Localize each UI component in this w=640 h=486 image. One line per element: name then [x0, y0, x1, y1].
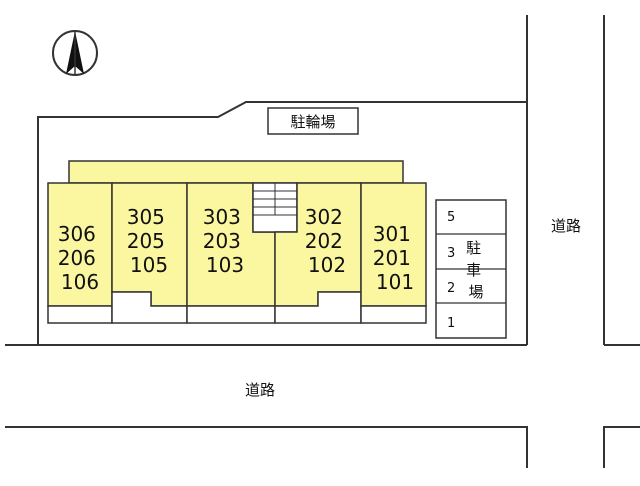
unit-303-label: 303 203 103 — [203, 205, 248, 277]
unit-305-label: 305 205 105 — [127, 205, 172, 277]
stairwell — [252, 182, 298, 233]
road-label-bottom: 道路 — [245, 381, 275, 399]
building: 306 206 106 305 205 105 303 203 103 302 … — [47, 160, 427, 324]
bicycle-parking: 駐輪場 — [267, 107, 359, 135]
corridor — [68, 160, 404, 184]
parking-label: 駐 車 場 — [466, 239, 486, 301]
bicycle-parking-label: 駐輪場 — [290, 113, 335, 131]
parking-space-2: 2 — [447, 281, 455, 296]
unit-stack-306 — [47, 182, 113, 324]
parking-space-1: 1 — [447, 316, 455, 331]
unit-301-label: 301 201 101 — [373, 222, 418, 294]
road-edge-bottom-south-right — [603, 426, 640, 468]
property-boundary — [37, 15, 528, 345]
parking-space-3: 3 — [447, 246, 455, 261]
compass-icon — [52, 30, 98, 76]
unit-stack-305 — [111, 182, 188, 324]
unit-stack-301 — [360, 182, 427, 324]
road-edge-bottom-south — [5, 426, 528, 468]
unit-302-label: 302 202 102 — [305, 205, 350, 277]
unit-306-label: 306 206 106 — [58, 222, 103, 294]
parking-lot: 5 3 2 1 駐 車 場 — [435, 199, 507, 339]
parking-space-5: 5 — [447, 210, 455, 225]
road-label-right: 道路 — [551, 217, 581, 235]
